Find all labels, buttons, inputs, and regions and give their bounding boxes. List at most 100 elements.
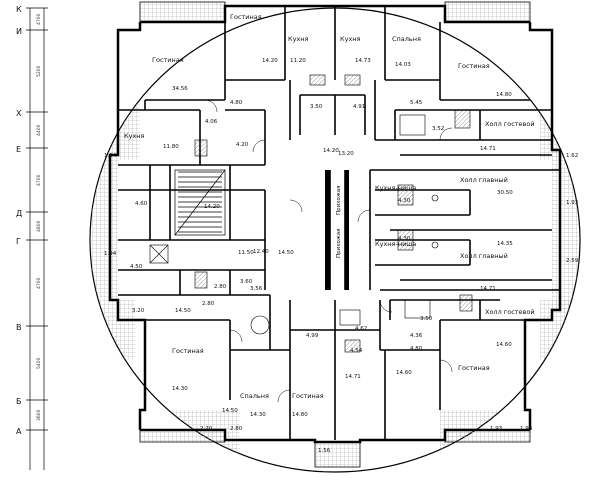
- axis-label: Д: [16, 209, 22, 218]
- room-name: Гостиная: [172, 347, 204, 355]
- area-value: 1.94: [104, 251, 117, 257]
- room-name: Кухня: [340, 35, 361, 43]
- axis-label: И: [16, 27, 22, 36]
- axis-label: А: [16, 427, 22, 436]
- room-area: 14.80: [292, 412, 308, 418]
- area-value: 4.91: [353, 104, 365, 110]
- area-value: 2.80: [214, 284, 227, 290]
- area-value: 14.71: [345, 374, 361, 380]
- area-value: 14.50: [278, 250, 294, 256]
- area-value: 2.59: [566, 258, 579, 264]
- room-name: Гостиная: [458, 62, 490, 70]
- area-value: 3.50: [420, 316, 433, 322]
- axis-label: К: [16, 5, 22, 14]
- area-value: 1.56: [318, 448, 331, 454]
- room-name: Прихожая: [336, 186, 342, 215]
- door-swings: [204, 99, 453, 403]
- area-value: 4.20: [236, 142, 249, 148]
- room-area: 14.60: [496, 342, 512, 348]
- dimension-label: 3600: [36, 409, 42, 421]
- axis-label: В: [16, 323, 22, 332]
- room-name: Кухня: [288, 35, 309, 43]
- room-area: 30.50: [497, 190, 513, 196]
- room-name: Кухня-ниша: [375, 240, 416, 248]
- area-value: 3.20: [132, 308, 145, 314]
- area-value: 4.54: [350, 348, 363, 354]
- room-area: 4.30: [398, 236, 411, 242]
- dimension-label: 4700: [36, 13, 42, 25]
- building-walls: [108, 4, 562, 444]
- staircase: [174, 169, 226, 236]
- axis-label: Г: [16, 237, 21, 246]
- fixtures: [149, 114, 439, 335]
- area-value: 3.60: [240, 279, 253, 285]
- area-value: 11.50: [238, 250, 254, 256]
- area-value: 14.20: [204, 204, 220, 210]
- room-area: 11.20: [290, 58, 306, 64]
- axis-label: Б: [16, 397, 22, 406]
- room-area: 14.20: [262, 58, 278, 64]
- room-area: 14.30: [172, 386, 188, 392]
- area-value: 14.71: [480, 286, 496, 292]
- room-labels: Гостиная 14.20 Кухня 11.20 Кухня 14.73 С…: [124, 13, 535, 418]
- small-area-labels: 4.80 3.50 4.91 5.45 4.06 4.20 14.20 3.52 14.71 4.…: [104, 100, 579, 454]
- room-name: Кухня-ниша: [375, 184, 416, 192]
- room-name: Прихожая: [336, 229, 342, 258]
- area-value: 4.06: [205, 119, 218, 125]
- room-area: 14.30: [250, 412, 266, 418]
- dimension-label: 4700: [36, 277, 42, 289]
- area-value: 4.60: [135, 201, 148, 207]
- room-name: Гостиная: [152, 56, 184, 64]
- area-value: 4.99: [306, 333, 319, 339]
- dimension-label: 5200: [36, 65, 42, 77]
- area-value: 4.50: [130, 264, 143, 270]
- dimension-label: 4700: [36, 174, 42, 186]
- dimension-label: 4400: [36, 124, 42, 136]
- area-value: 1.94: [104, 153, 117, 159]
- room-area: 14.80: [496, 92, 512, 98]
- room-area: 4.30: [398, 198, 411, 204]
- room-name: Спальня: [240, 392, 269, 400]
- room-name: Холл гостевой: [485, 308, 535, 316]
- area-value: 2.80: [202, 301, 215, 307]
- area-value: 1.93: [520, 426, 533, 432]
- shafts: [194, 74, 473, 353]
- area-value: 3.56: [250, 286, 263, 292]
- room-area: 14.50: [175, 308, 191, 314]
- room-name: Холл гостевой: [485, 120, 535, 128]
- room-area: 14.60: [396, 370, 412, 376]
- area-value: 3.50: [310, 104, 323, 110]
- area-value: 4.80: [230, 100, 243, 106]
- area-value: 1.93: [566, 200, 579, 206]
- area-value: 4.62: [355, 326, 367, 332]
- room-name: Гостиная: [292, 392, 324, 400]
- area-value: 1.93: [490, 426, 503, 432]
- axis-label: Х: [16, 109, 22, 118]
- room-area: 11.80: [163, 144, 179, 150]
- area-value: 14.71: [480, 146, 496, 152]
- top-balconies: [139, 1, 531, 468]
- area-value: 3.52: [432, 126, 444, 132]
- dimension-label: 4800: [36, 220, 42, 232]
- room-area: 14.35: [497, 241, 513, 247]
- area-value: 2.80: [230, 426, 243, 432]
- room-name: Гостиная: [230, 13, 262, 21]
- room-name: Кухня: [124, 132, 145, 140]
- room-name: Гостиная: [458, 364, 490, 372]
- area-value: 5.45: [410, 100, 423, 106]
- area-value: 4.80: [410, 346, 423, 352]
- room-name: Холл главный: [460, 252, 508, 260]
- area-value: 12.40: [253, 249, 269, 255]
- room-area: 14.73: [355, 58, 371, 64]
- axis-label: Е: [16, 145, 21, 154]
- area-value: 2.20: [200, 426, 213, 432]
- vertical-labels: Прихожая Прихожая: [336, 186, 342, 258]
- room-name: Спальня: [392, 35, 421, 43]
- area-value: 13.20: [338, 151, 354, 157]
- area-value: 14.50: [222, 408, 238, 414]
- room-area: 14.03: [395, 62, 411, 68]
- room-name: Холл главный: [460, 176, 508, 184]
- room-area: 34.56: [172, 86, 188, 92]
